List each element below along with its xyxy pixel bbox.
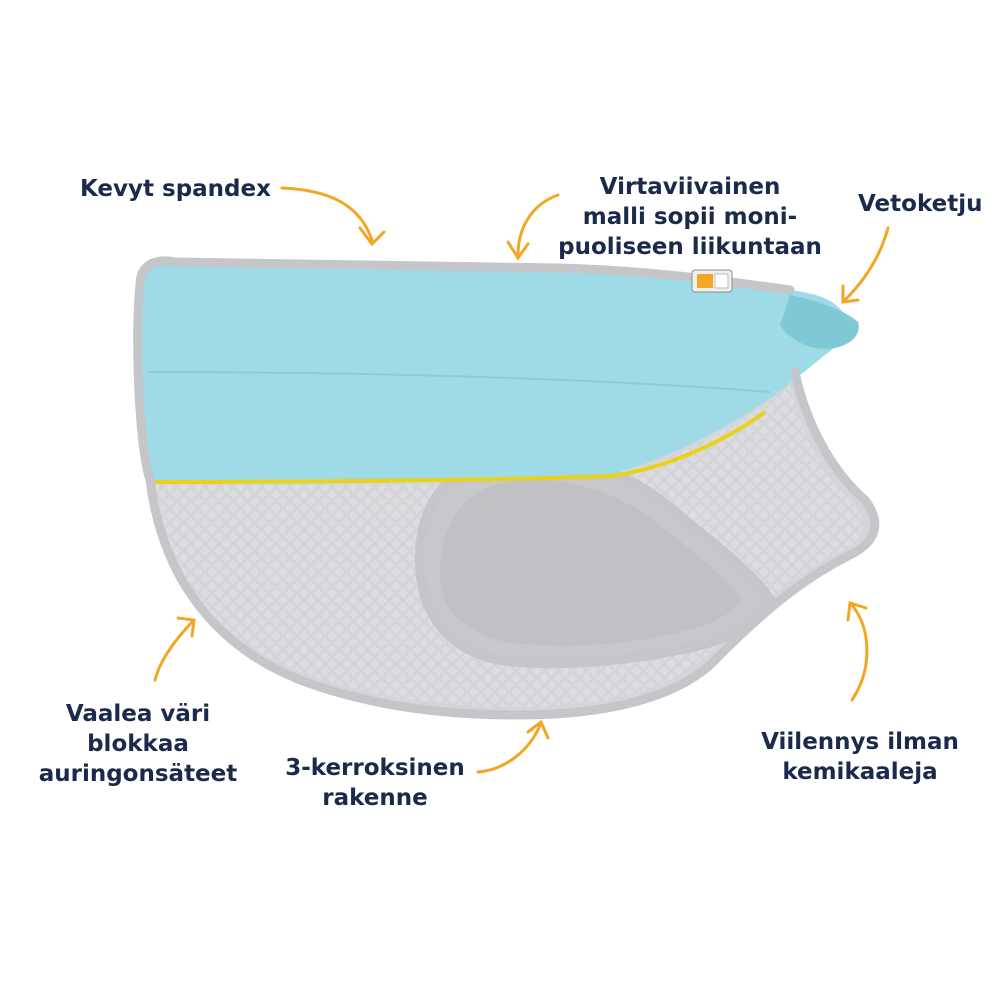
vest-binding [133,256,880,720]
callout-light-color: Vaalea väri blokkaa auringonsäteet [38,701,238,787]
curved-arrow-icon [841,226,890,304]
callout-cooling: Viilennys ilman kemikaaleja [761,729,959,785]
curved-arrow-icon [153,616,196,682]
vest-seam [147,371,771,393]
vest-reflective-trim [147,410,767,484]
callout-streamlined-fit: Virtaviivainen malli sopii moni- puolise… [558,174,822,260]
curved-arrow-icon [280,186,386,247]
callout-light-spandex: Kevyt spandex [80,176,271,202]
vest-collar [780,295,859,349]
callout-three-layer: 3-kerroksinen rakenne [285,755,465,811]
vest-blue-shell [137,260,846,481]
curved-arrow-icon [506,193,560,261]
curved-arrow-icon [846,601,869,702]
vest-leg-opening-inner [440,479,742,646]
callout-leash-opening: Vetoketju [858,191,983,217]
brand-label-icon [691,269,733,293]
curved-arrow-icon [476,719,550,774]
